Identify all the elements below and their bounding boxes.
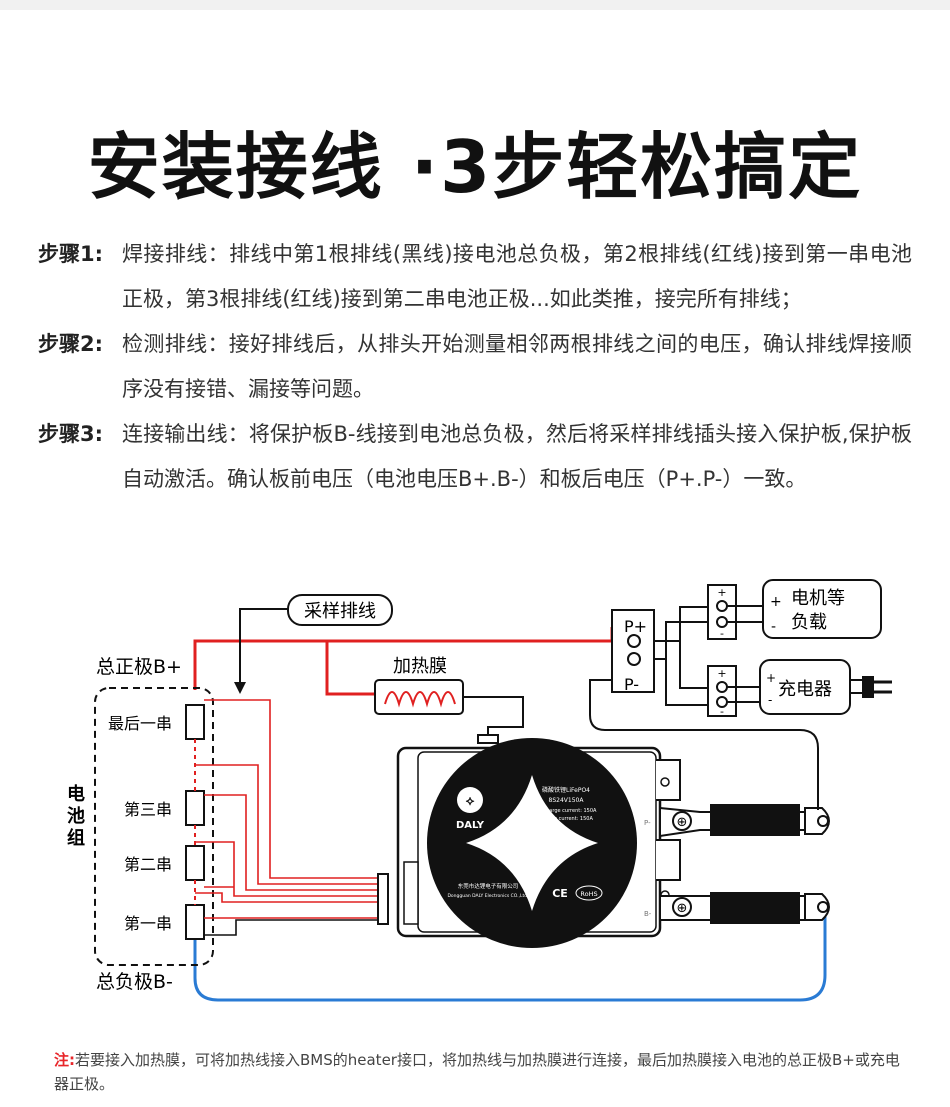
bms-charge: Charge current: 150A bbox=[539, 816, 593, 822]
page-title: 安装接线 ·3步轻松搞定 bbox=[87, 125, 863, 209]
note-label: 注: bbox=[54, 1051, 75, 1069]
bms-board: ⟡ DALY 磷酸铁锂LiFePO4 8S24V150A Discharge c… bbox=[396, 738, 681, 948]
step-2: 步骤2: 检测排线：接好排线后，从排头开始测量相邻两根排线之间的电压，确认排线焊… bbox=[38, 322, 912, 412]
step-3: 步骤3: 连接输出线：将保护板B-线接到电池总负极，然后将采样排线插头接入保护板… bbox=[38, 412, 912, 502]
step-text: 检测排线：接好排线后，从排头开始测量相邻两根排线之间的电压，确认排线焊接顺序没有… bbox=[122, 332, 912, 401]
battery-cell: 第三串 bbox=[124, 790, 205, 826]
plus-sign: + bbox=[766, 671, 776, 685]
bms-company-cn: 东莞市达锂电子有限公司 bbox=[458, 882, 519, 890]
battery-pack: 电 池 组 总正极B+ 总负极B- 最后一串 第三串 第二串 第一串 bbox=[67, 656, 214, 993]
battery-pack-label-char: 池 bbox=[67, 805, 85, 827]
heater-film: 加热膜 bbox=[374, 656, 524, 744]
steps-list: 步骤1: 焊接排线：排线中第1根排线(黑线)接电池总负极，第2根排线(红线)接到… bbox=[38, 232, 912, 502]
step-label: 步骤1: bbox=[38, 242, 104, 266]
negative-wire bbox=[193, 915, 827, 1002]
cell-label: 最后一串 bbox=[108, 714, 172, 733]
p-minus-label: P- bbox=[624, 675, 639, 694]
rohs-mark: RoHS bbox=[580, 890, 597, 898]
battery-cell: 第一串 bbox=[124, 904, 205, 940]
charger-connector: + - + - 充电器 bbox=[707, 659, 892, 718]
battery-cell: 第二串 bbox=[124, 845, 205, 881]
heater-film-label: 加热膜 bbox=[393, 656, 447, 677]
charger-label: 充电器 bbox=[778, 679, 832, 700]
p-plus-label: P+ bbox=[624, 617, 647, 636]
battery-cell: 最后一串 bbox=[108, 704, 205, 740]
note: 注:若要接入加热膜，可将加热线接入BMS的heater接口，将加热线与加热膜进行… bbox=[54, 1048, 904, 1096]
load-label-line: 电机等 bbox=[791, 588, 845, 609]
ce-mark: CE bbox=[552, 887, 568, 900]
p-terminal: P+ P- bbox=[611, 606, 708, 706]
step-label: 步骤3: bbox=[38, 422, 104, 446]
sampling-cable-callout: 采样排线 bbox=[234, 594, 393, 694]
wiring-diagram: 采样排线 加热膜 电 池 组 总正极B+ 总负极B- 最后一串 第三串 第二串 bbox=[67, 579, 892, 1002]
bolt-icon: ⊕ bbox=[677, 901, 688, 916]
bms-product: 磷酸铁锂LiFePO4 bbox=[542, 786, 590, 794]
p-minus-wire bbox=[589, 679, 819, 810]
load-label-line: 负载 bbox=[791, 612, 827, 633]
bms-discharge: Discharge current: 150A bbox=[536, 808, 597, 814]
bms-brand: DALY bbox=[456, 820, 485, 831]
cell-label: 第三串 bbox=[124, 800, 172, 819]
step-label: 步骤2: bbox=[38, 332, 104, 356]
daly-logo-icon: ⟡ bbox=[466, 794, 475, 809]
bms-model: 8S24V150A bbox=[549, 797, 585, 804]
step-text: 焊接排线：排线中第1根排线(黑线)接电池总负极，第2根排线(红线)接到第一串电池… bbox=[122, 242, 912, 311]
sampling-cable-label: 采样排线 bbox=[304, 601, 376, 622]
bms-port-b-label: B- bbox=[644, 910, 652, 918]
cell-label: 第一串 bbox=[124, 914, 172, 933]
bms-port-p-label: P- bbox=[644, 819, 651, 827]
minus-sign: - bbox=[768, 693, 772, 707]
battery-pack-label-char: 组 bbox=[67, 827, 85, 849]
battery-pack-label-char: 电 bbox=[67, 783, 85, 805]
plus-sign: + bbox=[717, 667, 726, 680]
load-connector: + - + - 电机等 负载 bbox=[707, 579, 882, 640]
step-1: 步骤1: 焊接排线：排线中第1根排线(黑线)接电池总负极，第2根排线(红线)接到… bbox=[38, 232, 912, 322]
total-negative-label: 总负极B- bbox=[96, 971, 173, 993]
minus-sign: - bbox=[720, 705, 724, 718]
plus-sign: + bbox=[717, 586, 726, 599]
note-text: 若要接入加热膜，可将加热线接入BMS的heater接口，将加热线与加热膜进行连接… bbox=[54, 1051, 900, 1093]
step-text: 连接输出线：将保护板B-线接到电池总负极，然后将采样排线插头接入保护板,保护板自… bbox=[122, 422, 912, 491]
top-band bbox=[0, 0, 950, 10]
cell-label: 第二串 bbox=[124, 855, 172, 874]
balance-wires bbox=[195, 699, 389, 936]
plus-sign: + bbox=[770, 594, 782, 610]
total-positive-label: 总正极B+ bbox=[96, 656, 182, 678]
minus-sign: - bbox=[771, 619, 776, 635]
minus-sign: - bbox=[720, 627, 724, 640]
output-cables: ⊕ ⊕ bbox=[659, 804, 830, 924]
bms-company-en: Dongguan DALY Electronics CO.,Ltd. bbox=[447, 893, 528, 899]
bolt-icon: ⊕ bbox=[677, 815, 688, 830]
